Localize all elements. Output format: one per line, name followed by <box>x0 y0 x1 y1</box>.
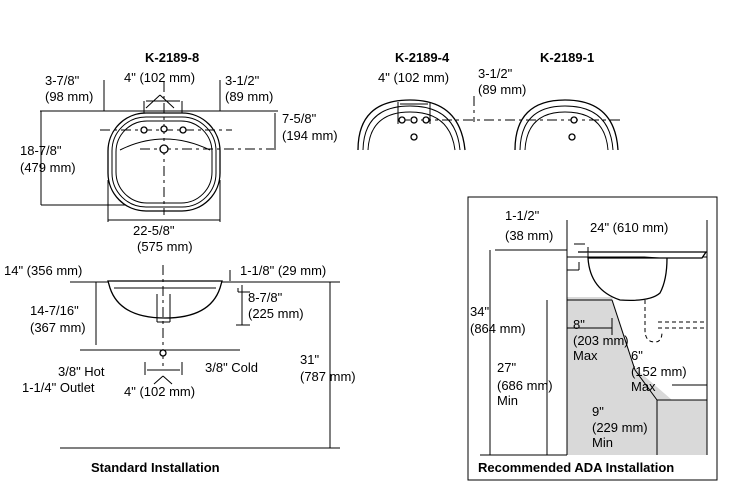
std-outlet: 1-1/4" Outlet <box>22 380 95 395</box>
sink-depth-mm: (479 mm) <box>20 160 76 175</box>
std-rim: 1-1/8" (29 mm) <box>240 263 326 278</box>
ada-title: Recommended ADA Installation <box>478 460 674 475</box>
right-offset: 3-1/2" <box>225 73 260 88</box>
ada-toe-height: 9" <box>592 404 604 419</box>
ada-knee-height: 27" <box>497 360 516 375</box>
ada-knee-height-mm: (686 mm) <box>497 378 553 393</box>
ada-toe-max: Max <box>631 379 656 394</box>
std-bowl-height-mm: (367 mm) <box>30 320 86 335</box>
ada-toe: 6" <box>631 348 643 363</box>
model-label-4: K-2189-4 <box>395 50 450 65</box>
ada-knee-max: Max <box>573 348 598 363</box>
ada-depth: 24" (610 mm) <box>590 220 668 235</box>
model-label-8: K-2189-8 <box>145 50 199 65</box>
left-offset-mm: (98 mm) <box>45 89 93 104</box>
std-floor-height: 31" <box>300 352 319 367</box>
std-width: 14" (356 mm) <box>4 263 82 278</box>
std-title: Standard Installation <box>91 460 220 475</box>
top-view-k2189-8: K-2189-8 3-7/8" (98 mm) 4" (102 mm) 3-1/… <box>20 50 338 254</box>
ada-setback-mm: (38 mm) <box>505 228 553 243</box>
ada-toe-mm: (152 mm) <box>631 364 687 379</box>
left-offset: 3-7/8" <box>45 73 80 88</box>
ada-knee-height-min: Min <box>497 393 518 408</box>
faucet-spread: 4" (102 mm) <box>124 70 195 85</box>
ada-knee-mm: (203 mm) <box>573 333 629 348</box>
right-offset-mm: (89 mm) <box>225 89 273 104</box>
sink-width: 22-5/8" <box>133 223 175 238</box>
ada-height: 34" <box>470 304 489 319</box>
std-supply-spread: 4" (102 mm) <box>124 384 195 399</box>
offset-4-mm: (89 mm) <box>478 82 526 97</box>
offset-4: 3-1/2" <box>478 66 513 81</box>
ada-toe-height-mm: (229 mm) <box>592 420 648 435</box>
ada-installation: 1-1/2" (38 mm) 24" (610 mm) 34" (864 mm)… <box>467 196 718 481</box>
ada-setback: 1-1/2" <box>505 208 540 223</box>
drain-offset-mm: (194 mm) <box>282 128 338 143</box>
ada-height-mm: (864 mm) <box>470 321 526 336</box>
std-floor-height-mm: (787 mm) <box>300 369 356 384</box>
standard-installation: 14" (356 mm) 1-1/8" (29 mm) 14-7/16" (36… <box>4 263 356 475</box>
std-drain-depth: 8-7/8" <box>248 290 283 305</box>
ada-knee: 8" <box>573 317 585 332</box>
top-view-variants: K-2189-4 K-2189-1 4" (102 mm) 3-1/2" (89… <box>357 50 620 151</box>
drain-hole <box>159 144 169 154</box>
drain-offset: 7-5/8" <box>282 111 317 126</box>
faucet-spread-4: 4" (102 mm) <box>378 70 449 85</box>
std-cold: 3/8" Cold <box>205 360 258 375</box>
model-label-1: K-2189-1 <box>540 50 594 65</box>
ada-toe-height-min: Min <box>592 435 613 450</box>
std-hot: 3/8" Hot <box>58 364 105 379</box>
sink-width-mm: (575 mm) <box>137 239 193 254</box>
std-drain-depth-mm: (225 mm) <box>248 306 304 321</box>
std-bowl-height: 14-7/16" <box>30 303 79 318</box>
